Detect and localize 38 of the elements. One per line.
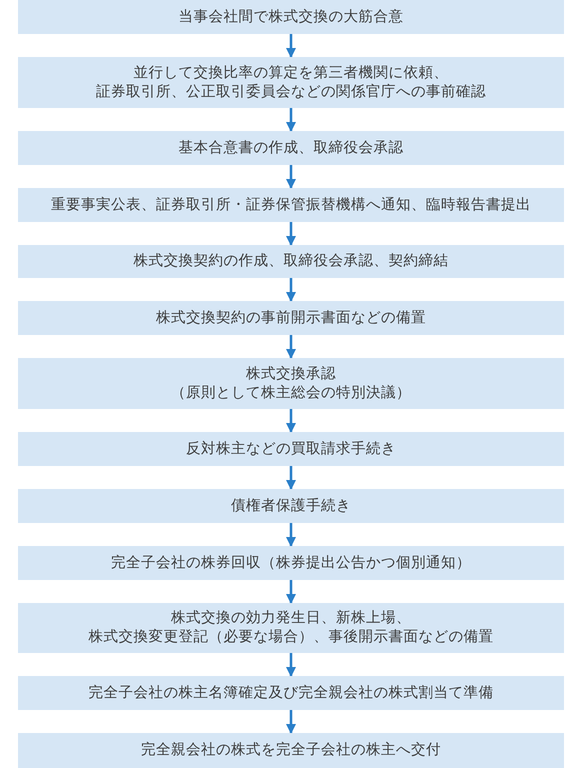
process-box: [18, 57, 564, 108]
step-text: 株式交換契約の事前開示書面などの備置: [156, 308, 426, 328]
process-box: [18, 358, 564, 409]
arrow: [286, 335, 296, 359]
step-text: 基本合意書の作成、取締役会承認: [178, 138, 404, 158]
process-box: [18, 603, 564, 653]
process-box: [18, 432, 564, 466]
step-text: 完全子会社の株券回収（株券提出公告かつ個別通知）: [111, 554, 471, 572]
step-text: 当事会社間で株式交換の大筋合意: [178, 8, 404, 26]
process-box: [18, 245, 564, 278]
process-box: [18, 489, 564, 523]
arrow: [286, 108, 296, 132]
arrow: [286, 409, 296, 433]
process-box: [18, 733, 564, 768]
step-text: 完全親会社の株式を完全子会社の株主へ交付: [141, 741, 441, 760]
arrow: [286, 278, 296, 302]
arrow: [286, 523, 296, 547]
step-text: 株式交換の効力発生日、新株上場、株式交換変更登記（必要な場合）、事後開示書面などの備置: [88, 609, 494, 647]
arrow: [286, 653, 296, 677]
step-text: 完全子会社の株主名簿確定及び完全親会社の株式割当て準備: [88, 684, 494, 702]
process-box: [18, 546, 564, 580]
arrow: [286, 710, 296, 734]
step-text: 債権者保護手続き: [231, 496, 351, 516]
process-box: [18, 301, 564, 335]
step-text: 重要事実公表、証券取引所・証券保管振替機構へ通知、臨時報告書提出: [51, 196, 531, 214]
arrow: [286, 222, 296, 246]
step-text: 反対株主などの買取請求手続き: [186, 440, 396, 458]
process-box: [18, 676, 564, 710]
step-text: 並行して交換比率の算定を第三者機関に依頼、証券取引所、公正取引委員会などの関係官庁への事前確認: [96, 64, 486, 102]
process-box: [18, 0, 564, 34]
arrow: [286, 580, 296, 604]
arrow: [286, 165, 296, 189]
arrow: [286, 34, 296, 58]
process-box: [18, 188, 564, 222]
arrow: [286, 466, 296, 490]
process-box: [18, 131, 564, 165]
step-text: 株式交換契約の作成、取締役会承認、契約締結: [134, 252, 448, 271]
step-text: 株式交換承認（原則として株主総会の特別決議）: [171, 364, 411, 402]
